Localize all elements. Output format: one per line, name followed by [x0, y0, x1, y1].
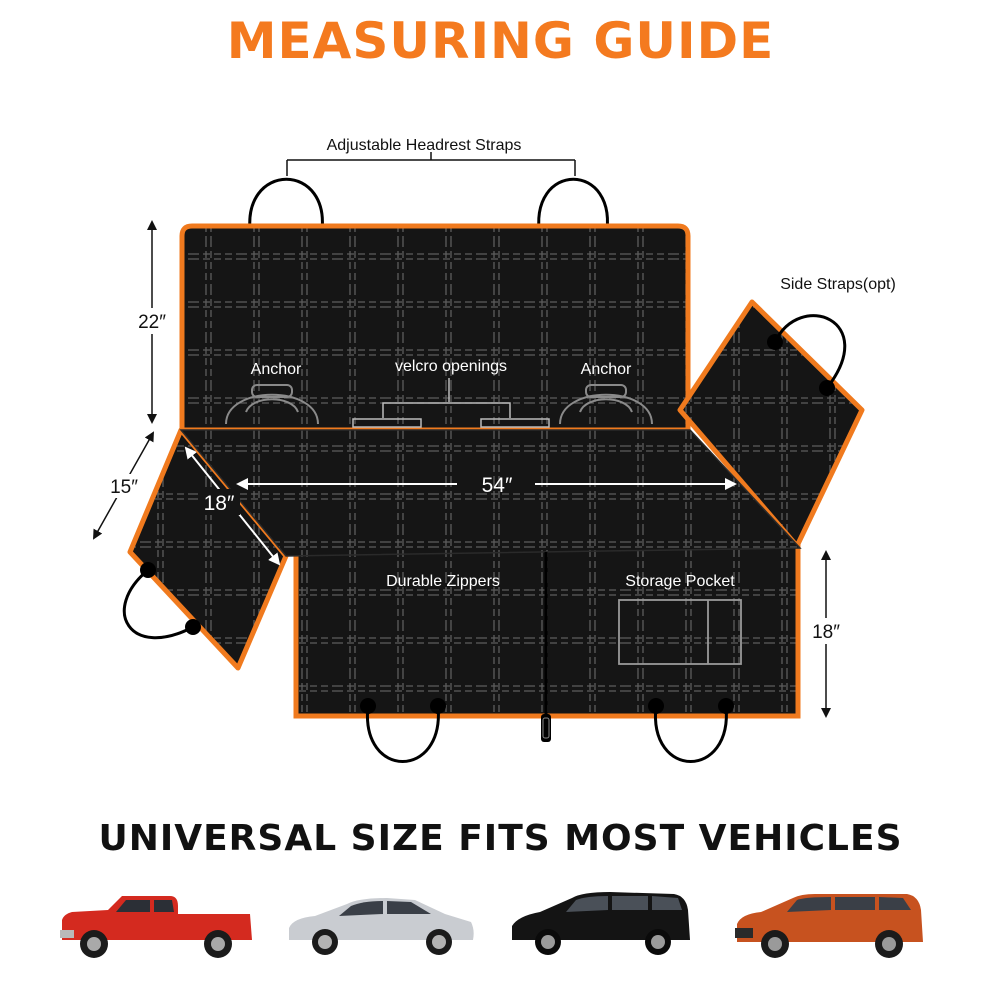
width-dimension: 54″ — [482, 474, 513, 497]
side-straps-label: Side Straps(opt) — [780, 276, 896, 293]
back-height-dimension: 22″ — [138, 312, 166, 333]
headrest-strap-bracket — [286, 152, 576, 176]
right-side-flap — [677, 299, 865, 549]
anchor-right-label: Anchor — [581, 361, 632, 378]
anchor-left-label: Anchor — [251, 361, 302, 378]
zippers-label: Durable Zippers — [386, 573, 500, 590]
headrest-straps-label: Adjustable Headrest Straps — [327, 137, 522, 154]
zipper — [541, 552, 551, 742]
anchor-right-icon — [559, 384, 653, 425]
side-strap-left — [122, 562, 201, 640]
tagline: UNIVERSAL SIZE FITS MOST VEHICLES — [98, 818, 903, 859]
bottom-strap-right — [648, 698, 734, 763]
minivan-image — [512, 892, 690, 955]
pocket-label: Storage Pocket — [625, 573, 735, 590]
page-title: MEASURING GUIDE — [226, 12, 775, 70]
pickup-truck-image — [60, 896, 252, 958]
suv-image — [735, 894, 923, 958]
velcro-openings — [352, 378, 550, 428]
sedan-image — [289, 898, 474, 955]
front-height-dimension: 18″ — [812, 622, 840, 643]
bottom-strap-left — [360, 698, 446, 763]
storage-pocket — [618, 599, 742, 665]
flap-outer-dimension: 15″ — [110, 477, 138, 498]
side-strap-right — [767, 314, 847, 396]
velcro-label: velcro openings — [395, 358, 507, 375]
anchor-left-icon — [225, 384, 319, 425]
flap-inner-dimension: 18″ — [204, 492, 235, 515]
